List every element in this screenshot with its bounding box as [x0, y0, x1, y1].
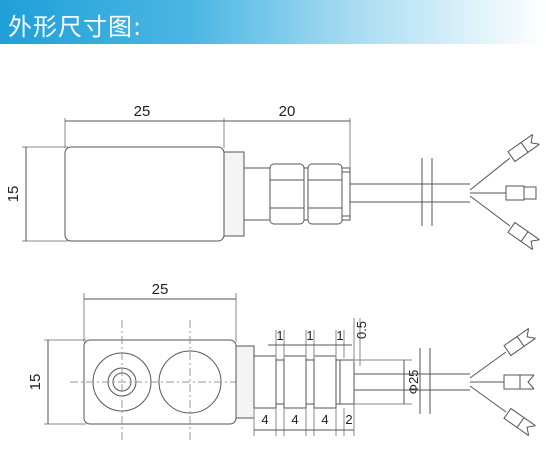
- dim-height-2: 15: [27, 374, 44, 391]
- sensor-body: [64, 146, 225, 242]
- wire-4: [469, 351, 507, 379]
- dim-width-2: 4: [291, 412, 298, 427]
- dim-body-length-2: 25: [152, 281, 169, 298]
- terminal-3: [507, 221, 540, 250]
- terminal-2: [505, 185, 537, 201]
- terminal-4: [503, 328, 536, 357]
- terminal-1: [507, 134, 540, 163]
- dim-width-end: 2: [345, 412, 352, 427]
- wire-1: [469, 157, 511, 191]
- dim-body-length: 25: [134, 103, 151, 120]
- page-title: 外形尺寸图:: [8, 13, 143, 41]
- bottom-view: 25 15 1 1 1: [27, 281, 536, 442]
- dim-gap-1: 1: [276, 328, 283, 343]
- top-view: 25 20 15: [5, 103, 540, 250]
- ring-3: [313, 355, 337, 409]
- dim-height: 15: [5, 186, 22, 203]
- sensor-collar: [223, 151, 245, 237]
- terminal-6: [503, 407, 536, 436]
- dim-gap-3: 1: [336, 328, 343, 343]
- dim-threaded-length: 20: [279, 103, 296, 120]
- ring-1: [253, 355, 277, 409]
- dim-offset: 0.5: [354, 321, 369, 339]
- nut-1: [269, 163, 305, 225]
- dim-diameter: Φ25: [406, 370, 421, 395]
- nut-2: [307, 163, 343, 225]
- ring-2: [283, 355, 307, 409]
- wire-6: [469, 385, 507, 413]
- header-bar: 外形尺寸图:: [0, 0, 546, 44]
- dim-width-3: 4: [321, 412, 328, 427]
- terminal-5: [503, 374, 535, 390]
- dim-gap-2: 1: [306, 328, 313, 343]
- dim-width-1: 4: [261, 412, 268, 427]
- wire-3: [469, 195, 511, 227]
